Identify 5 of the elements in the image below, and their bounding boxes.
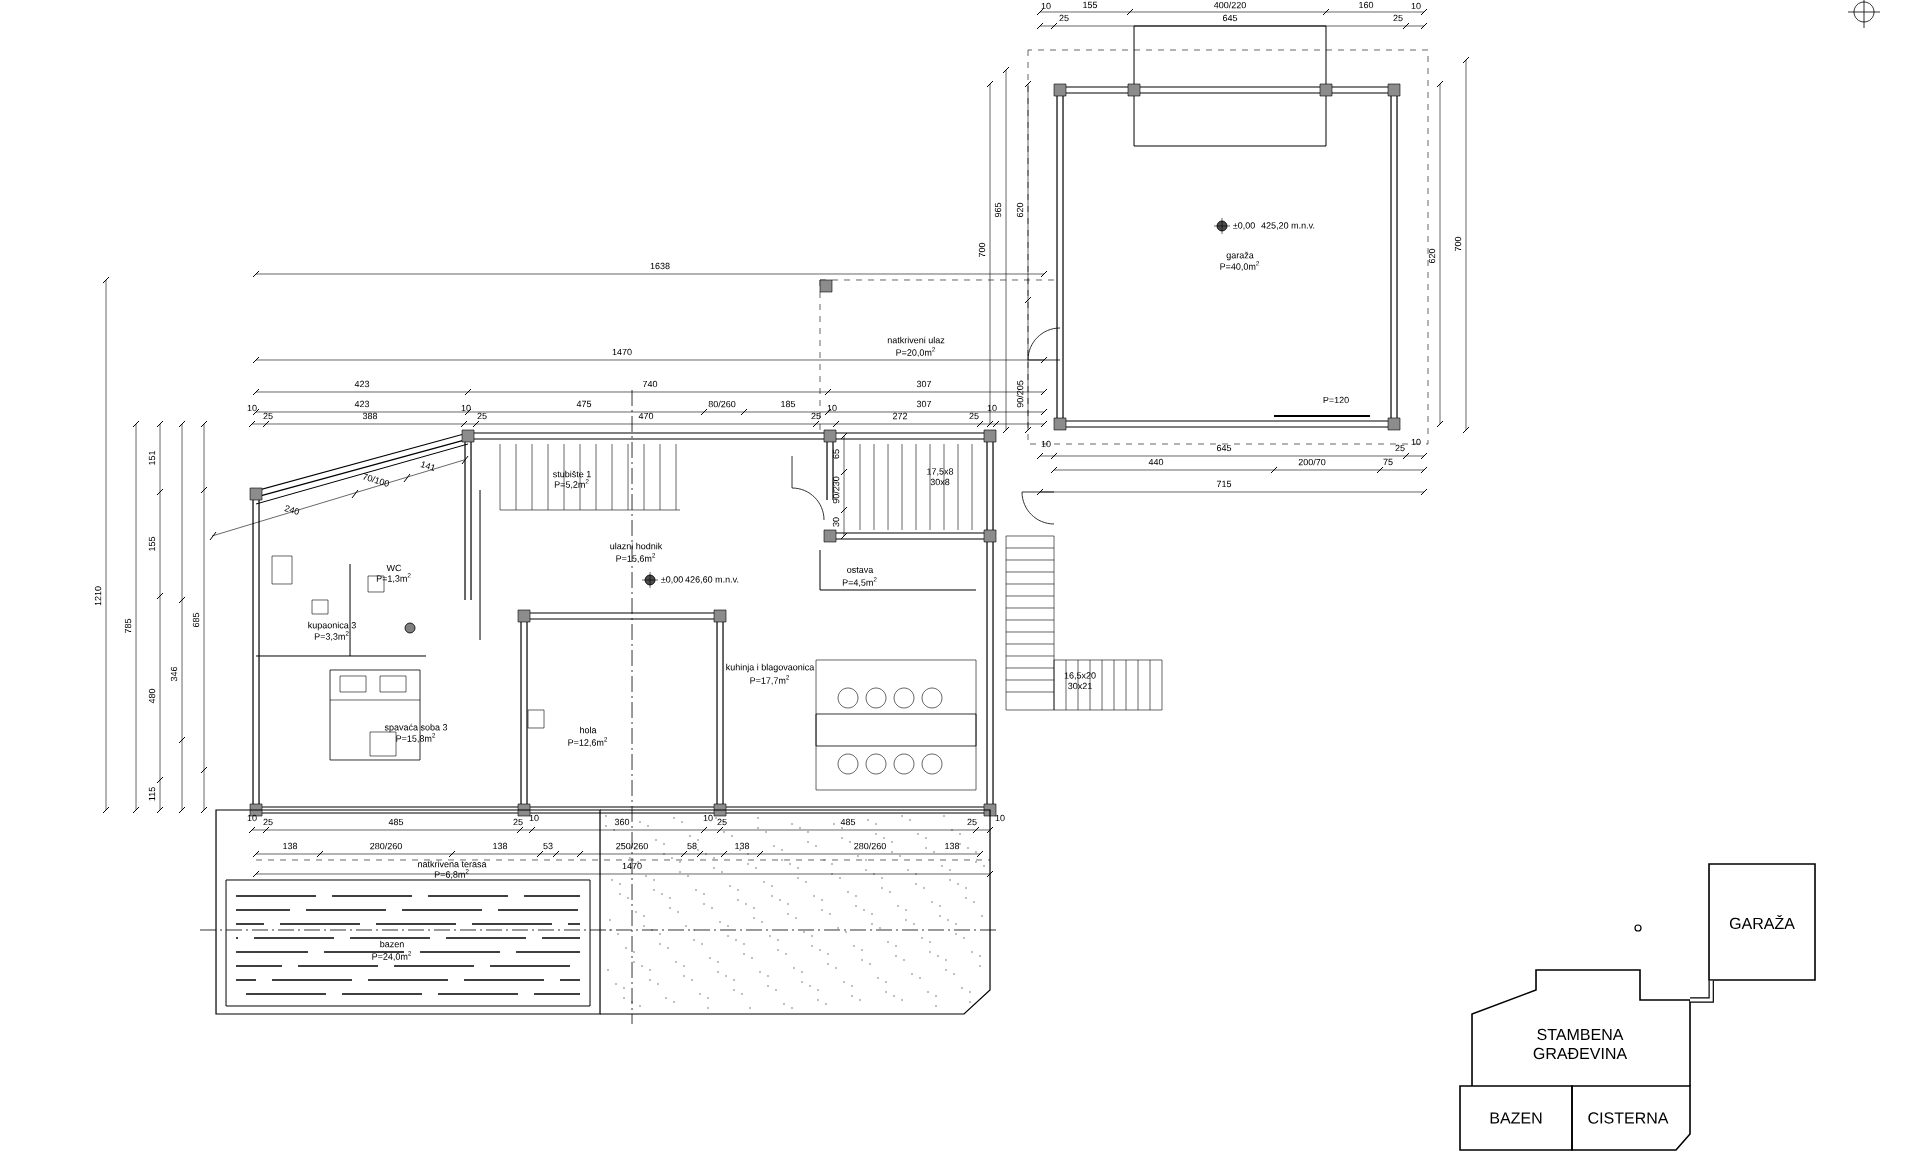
- corridor-line: [1690, 980, 1714, 1003]
- house-block: STAMBENA GRAĐEVINA: [1471, 969, 1691, 1087]
- garage-block: GARAŽA: [1708, 863, 1816, 981]
- cistern-block: CISTERNA: [1571, 1085, 1691, 1151]
- pool-block: BAZEN: [1459, 1085, 1573, 1151]
